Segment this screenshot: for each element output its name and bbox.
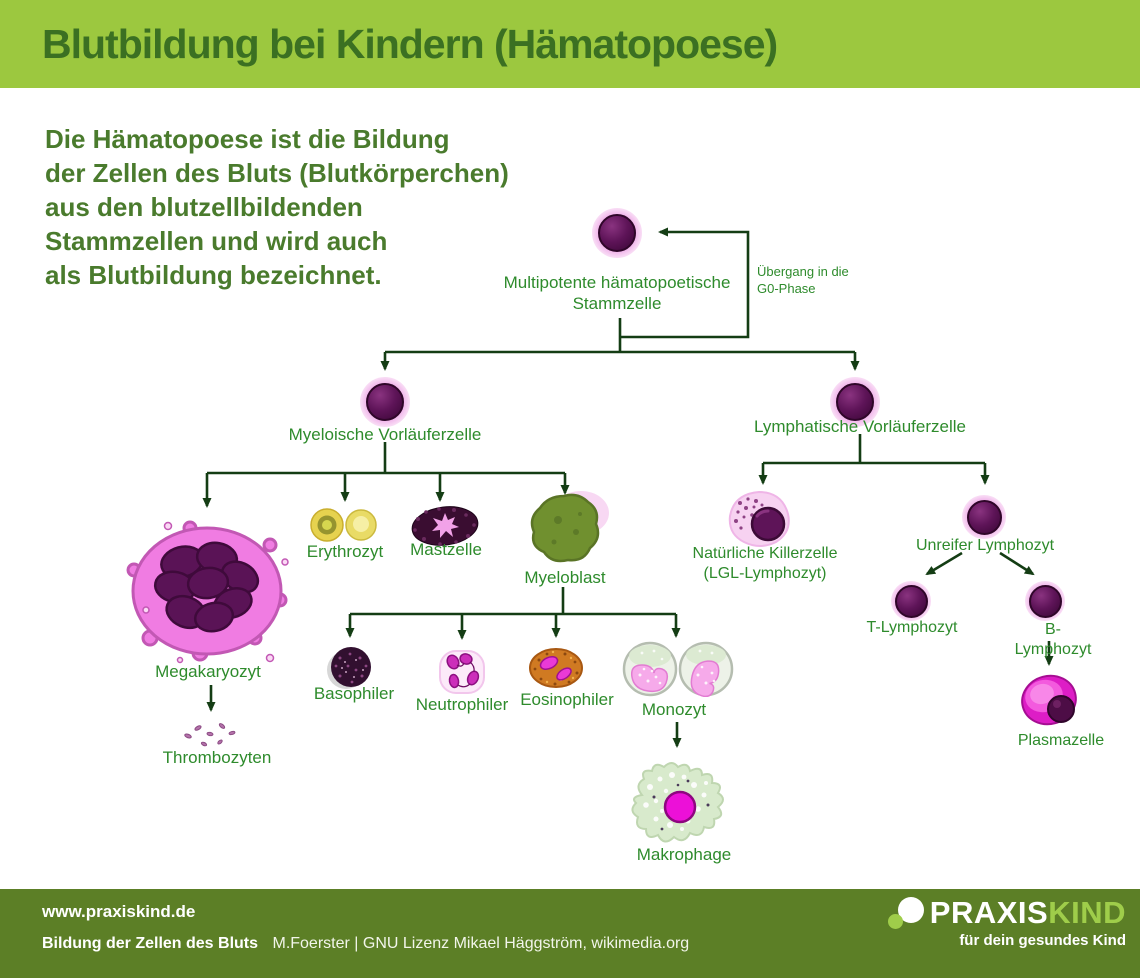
- eosinophil-label: Eosinophiler: [520, 690, 614, 709]
- nk-cell-label: Natürliche Killerzelle (LGL-Lymphozyt): [692, 545, 838, 582]
- logo-wordmark: PRAXISKIND: [929, 895, 1126, 930]
- credit-line: Bildung der Zellen des Bluts M.Foerster …: [42, 935, 689, 953]
- macrophage-cell-illustration: [631, 762, 724, 843]
- intro-paragraph: Die Hämatopoese ist die Bildung der Zell…: [45, 124, 509, 290]
- monocyte-label: Monozyt: [641, 700, 707, 719]
- megakaryocyte-label: Megakaryozyt: [155, 662, 261, 681]
- erythrocyte-cell-illustration: [310, 508, 377, 542]
- credit-authors: M.Foerster | GNU Lizenz Mikael Häggström…: [272, 935, 690, 952]
- b-lymphocyte-cell-illustration: [1025, 581, 1065, 621]
- immature-lymphocyte-label: Unreifer Lymphozyt: [915, 537, 1055, 554]
- plasma-cell-label: Plasmazelle: [1017, 732, 1105, 749]
- basophil-cell-illustration: [327, 647, 371, 689]
- macrophage-label: Makrophage: [636, 845, 732, 864]
- basophil-label: Basophiler: [313, 684, 395, 703]
- plasma-cell-illustration: [1021, 674, 1077, 726]
- megakaryocyte-cell-illustration: [126, 520, 289, 664]
- credit-title: Bildung der Zellen des Bluts: [42, 935, 259, 952]
- mast-cell-label: Mastzelle: [410, 540, 482, 559]
- stem-cell-illustration: [592, 208, 642, 258]
- neutrophil-cell-illustration: [439, 650, 485, 694]
- praxiskind-logo: PRAXISKIND für dein gesundes Kind: [887, 895, 1126, 949]
- nk-cell-illustration: [728, 490, 790, 547]
- g0-phase-label: Übergang in die G0-Phase: [757, 264, 849, 296]
- logo-tagline: für dein gesundes Kind: [959, 932, 1126, 949]
- header-bar: Blutbildung bei Kindern (Hämatopoese): [0, 0, 1140, 88]
- t-lymphocyte-label: T-Lymphozyt: [866, 619, 958, 636]
- myeloid-progenitor-cell-illustration: [360, 377, 410, 427]
- site-url: www.praxiskind.de: [42, 902, 196, 921]
- myeloblast-label: Myeloblast: [524, 568, 606, 587]
- myeloid-progenitor-label: Myeloische Vorläuferzelle: [288, 425, 482, 444]
- b-lymphocyte-label: B-Lymphozyt: [1014, 621, 1092, 658]
- t-lymphocyte-cell-illustration: [891, 581, 931, 621]
- neutrophil-label: Neutrophiler: [415, 695, 509, 714]
- stem-cell-label: Multipotente hämatopoetische Stammzelle: [503, 273, 731, 313]
- footer-bar: www.praxiskind.de Bildung der Zellen des…: [0, 889, 1140, 978]
- logo-dots-icon: [887, 895, 924, 931]
- page-title: Blutbildung bei Kindern (Hämatopoese): [42, 20, 778, 67]
- mast-cell-illustration: [411, 506, 479, 546]
- thrombocytes-illustration: [184, 723, 236, 747]
- lymphoid-progenitor-label: Lymphatische Vorläuferzelle: [754, 417, 966, 436]
- immature-lymphocyte-cell-illustration: [962, 495, 1006, 539]
- lymphoid-progenitor-cell-illustration: [830, 377, 880, 427]
- myeloblast-cell-illustration: [530, 491, 609, 563]
- erythrocyte-label: Erythrozyt: [306, 542, 384, 561]
- thrombocytes-label: Thrombozyten: [162, 748, 272, 767]
- monocyte-cell-illustration: [622, 641, 734, 697]
- eosinophil-cell-illustration: [529, 648, 583, 688]
